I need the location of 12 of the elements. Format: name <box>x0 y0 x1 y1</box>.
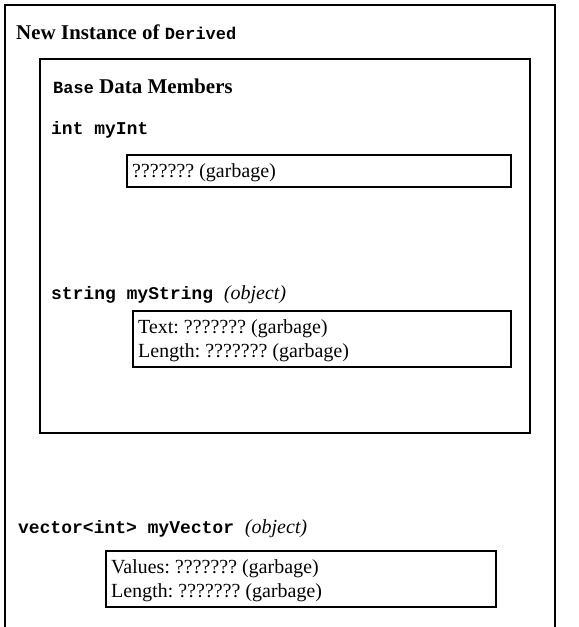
value-text: Length: ??????? (garbage) <box>138 339 350 363</box>
member-declaration: vector<int> myVector (object) <box>18 516 308 539</box>
member-declaration: string myString (object) <box>51 282 286 305</box>
memory-block <box>39 58 531 434</box>
block-heading: Base Data Members <box>53 74 233 99</box>
value-text: Values: ??????? (garbage) <box>111 555 320 579</box>
block-heading: New Instance of Derived <box>16 20 236 45</box>
member-declaration: int myInt <box>51 120 148 140</box>
memory-block <box>4 4 556 627</box>
value-text: ??????? (garbage) <box>132 159 277 183</box>
value-text: Text: ??????? (garbage) <box>138 315 329 339</box>
value-text: Length: ??????? (garbage) <box>111 579 323 603</box>
